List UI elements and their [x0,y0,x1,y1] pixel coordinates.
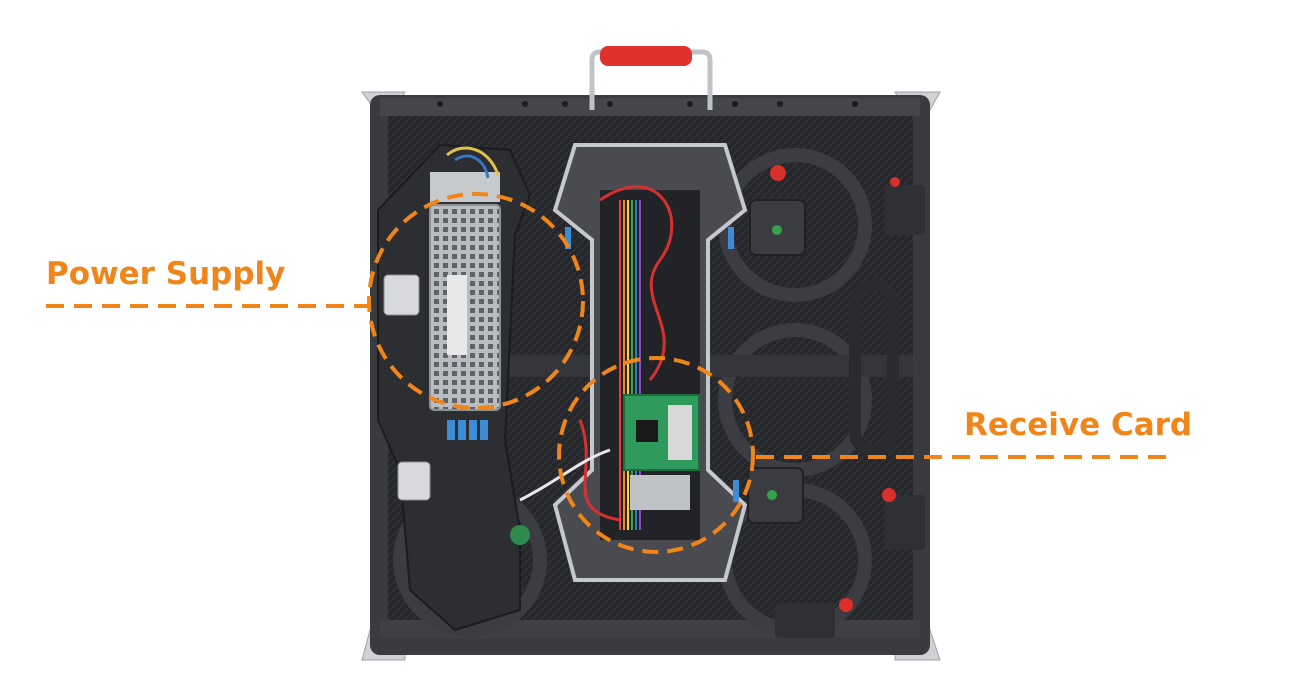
power-supply-circle [367,192,585,410]
annotation-circles [367,192,755,554]
annotation-leaders [46,304,1168,459]
receive-card-label: Receive Card [964,407,1193,443]
power-supply-label: Power Supply [46,256,286,292]
central-plate [519,143,748,582]
power-supply-module [377,143,532,632]
receive-card-circle [557,356,755,554]
carry-handle [589,46,713,110]
